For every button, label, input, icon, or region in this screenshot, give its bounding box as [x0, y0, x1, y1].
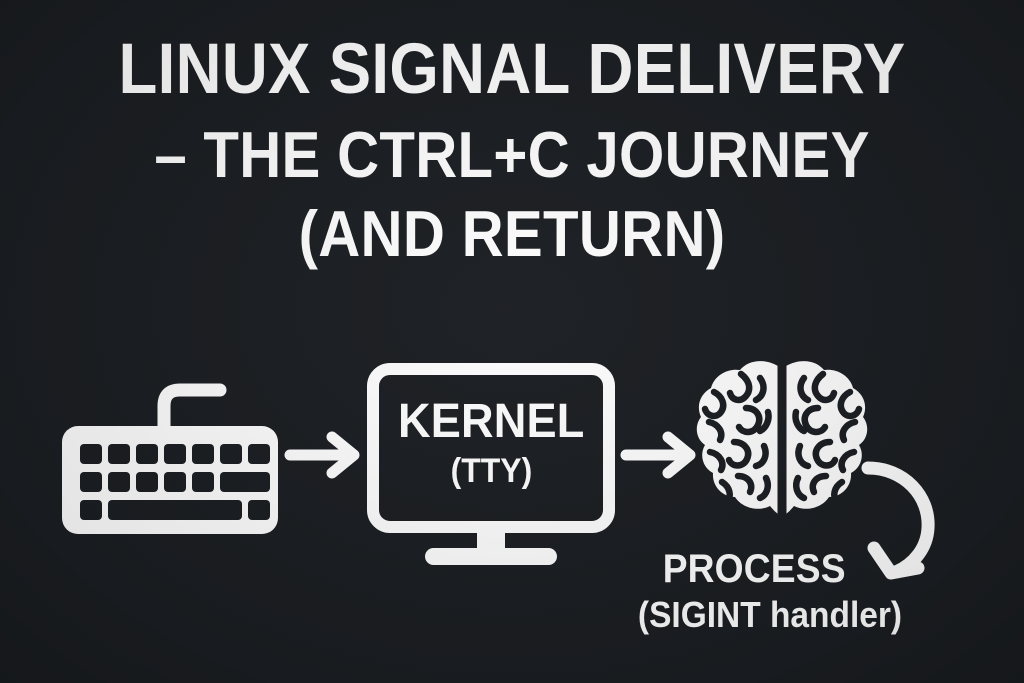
- monitor-icon: [362, 358, 620, 568]
- title-line-3: (AND RETURN): [298, 197, 726, 270]
- title-line-2: – THE CTRL+C JOURNEY: [154, 118, 870, 191]
- curved-return-arrow-icon: [838, 456, 948, 586]
- keyboard-icon: [60, 368, 280, 538]
- arrow-right-icon: [284, 431, 366, 479]
- brain-icon: [694, 356, 870, 532]
- process-label: PROCESS: [662, 547, 846, 591]
- arrow-right-icon: [620, 431, 702, 479]
- page-title: LINUX SIGNAL DELIVERY – THE CTRL+C JOURN…: [0, 34, 1024, 266]
- process-label-group: PROCESS (SIGINT handler): [600, 549, 940, 633]
- sigint-handler-label: (SIGINT handler): [637, 594, 903, 635]
- title-line-1: LINUX SIGNAL DELIVERY: [118, 30, 906, 109]
